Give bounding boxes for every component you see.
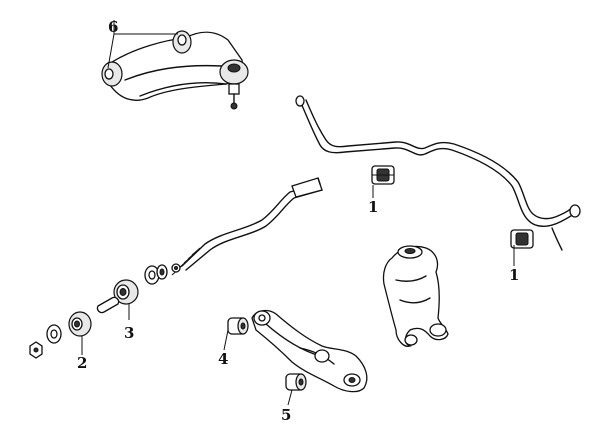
callout-labels: 6 1 1 2 3 4 5 [77,18,519,424]
stabilizer-bushing-upper [371,165,395,185]
lower-arm-bushing-front [227,317,249,335]
upper-control-arm [101,30,249,110]
callout-2: 2 [77,354,87,372]
rod-bushing-stack [29,264,168,359]
stabilizer-bar [295,95,581,251]
callout-6: 6 [108,18,118,36]
callout-3: 3 [124,324,134,342]
callout-1-upper: 1 [368,198,378,216]
lower-arm-bushing-rear [285,373,307,391]
leader-lines [81,20,515,406]
callout-5: 5 [281,406,291,424]
lower-control-arm [251,309,368,393]
callout-4: 4 [218,350,228,368]
stabilizer-bushing-lower [510,229,534,249]
callout-1-lower: 1 [509,266,519,284]
steering-knuckle [382,245,449,347]
radius-rod [171,177,323,276]
